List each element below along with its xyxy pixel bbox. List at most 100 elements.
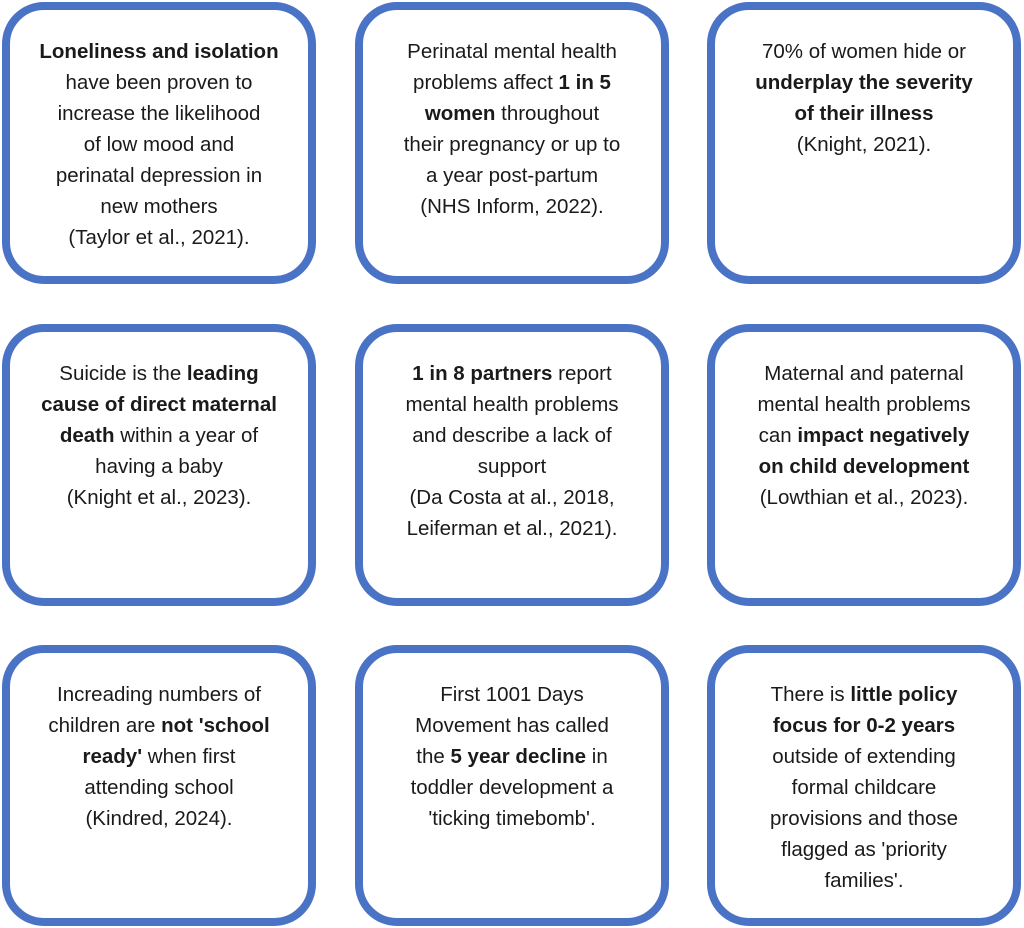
fact-card-suicide: Suicide is the leading cause of direct ma… <box>2 324 316 606</box>
card-text-line: (Da Costa at al., 2018, <box>409 482 614 513</box>
card-text-line: ready' when first <box>83 741 236 772</box>
body-text: formal childcare <box>791 776 937 799</box>
card-text-line: Movement has called <box>415 710 609 741</box>
card-text-line: support <box>478 451 546 482</box>
card-text-line: formal childcare <box>792 772 937 803</box>
highlighted-text: cause of direct maternal <box>41 393 277 416</box>
card-text-line: (NHS Inform, 2022). <box>420 191 603 222</box>
card-text-line: have been proven to <box>66 67 253 98</box>
fact-card-hide-illness: 70% of women hide or underplay the severi… <box>707 2 1021 284</box>
card-text-line: of low mood and <box>84 129 234 160</box>
card-text-line: mental health problems <box>405 389 618 420</box>
card-text-line: Increading numbers of <box>57 679 261 710</box>
card-text-line: can impact negatively <box>759 420 970 451</box>
card-text-line: women throughout <box>425 98 599 129</box>
body-text: (NHS Inform, 2022). <box>420 195 604 218</box>
fact-card-partners: 1 in 8 partners report mental health prob… <box>355 324 669 606</box>
body-text: of low mood and <box>83 133 235 156</box>
card-text-line: and describe a lack of <box>412 420 611 451</box>
body-text: the <box>416 745 451 768</box>
body-text: problems affect <box>413 71 559 94</box>
body-text: provisions and those <box>769 807 959 830</box>
highlighted-text: focus for 0-2 years <box>772 714 956 737</box>
card-text-line: underplay the severity <box>755 67 973 98</box>
card-text-line: children are not 'school <box>48 710 269 741</box>
body-text: new mothers <box>100 195 218 218</box>
body-text: when first <box>142 745 236 768</box>
highlighted-text: on child development <box>758 455 970 478</box>
body-text: support <box>477 455 547 478</box>
body-text: Perinatal mental health <box>407 40 617 63</box>
card-text-line: First 1001 Days <box>440 679 584 710</box>
card-text-line: perinatal depression in <box>56 160 262 191</box>
body-text: (Lowthian et al., 2023). <box>759 486 969 509</box>
body-text: Suicide is the <box>59 362 187 385</box>
card-text-line: There is little policy <box>771 679 958 710</box>
card-text-line: (Knight, 2021). <box>797 129 931 160</box>
highlighted-text: 1 in 5 <box>558 71 611 94</box>
body-text: 70% of women hide or <box>762 40 966 63</box>
body-text: (Knight, 2021). <box>796 133 932 156</box>
body-text: families'. <box>824 869 904 892</box>
body-text: in <box>586 745 608 768</box>
card-text-line: (Kindred, 2024). <box>85 803 232 834</box>
card-text-line: problems affect 1 in 5 <box>413 67 611 98</box>
body-text: and describe a lack of <box>412 424 612 447</box>
card-text-line: the 5 year decline in <box>416 741 607 772</box>
card-text-line: a year post-partum <box>426 160 598 191</box>
body-text: Maternal and paternal <box>764 362 964 385</box>
highlighted-text: death <box>59 424 115 447</box>
card-text-line: (Lowthian et al., 2023). <box>760 482 969 513</box>
card-text-line: mental health problems <box>757 389 970 420</box>
highlighted-text: 1 in 8 partners <box>412 362 553 385</box>
body-text: report <box>552 362 612 385</box>
highlighted-text: ready' <box>82 745 143 768</box>
body-text: outside of extending <box>772 745 956 768</box>
body-text: mental health problems <box>405 393 619 416</box>
card-text-line: flagged as 'priority <box>781 834 947 865</box>
body-text: have been proven to <box>65 71 253 94</box>
fact-card-school-ready: Increading numbers of children are not 's… <box>2 645 316 926</box>
body-text: Increading numbers of <box>57 683 261 706</box>
body-text: (Kindred, 2024). <box>85 807 233 830</box>
card-text-line: of their illness <box>795 98 934 129</box>
card-text-line: 'ticking timebomb'. <box>428 803 595 834</box>
card-text-line: attending school <box>84 772 233 803</box>
body-text: attending school <box>84 776 234 799</box>
card-text-line: outside of extending <box>772 741 956 772</box>
card-text-line: Suicide is the leading <box>59 358 258 389</box>
body-text: mental health problems <box>757 393 971 416</box>
card-text-line: (Taylor et al., 2021). <box>68 222 249 253</box>
body-text: toddler development a <box>410 776 614 799</box>
card-text-line: toddler development a <box>411 772 614 803</box>
highlighted-text: Loneliness and isolation <box>39 40 279 63</box>
body-text: flagged as 'priority <box>781 838 947 861</box>
highlighted-text: underplay the severity <box>755 71 973 94</box>
body-text: Movement has called <box>415 714 609 737</box>
body-text: 'ticking timebomb'. <box>428 807 596 830</box>
body-text: within a year of <box>114 424 259 447</box>
card-text-line: Maternal and paternal <box>764 358 963 389</box>
card-text-line: provisions and those <box>770 803 958 834</box>
body-text: There is <box>770 683 851 706</box>
card-text-line: increase the likelihood <box>58 98 261 129</box>
highlighted-text: not 'school <box>161 714 270 737</box>
card-text-line: families'. <box>824 865 903 896</box>
fact-card-loneliness: Loneliness and isolation have been proven… <box>2 2 316 284</box>
body-text: Leiferman et al., 2021). <box>406 517 618 540</box>
body-text: increase the likelihood <box>57 102 261 125</box>
card-text-line: 70% of women hide or <box>762 36 966 67</box>
body-text: (Da Costa at al., 2018, <box>409 486 615 509</box>
card-text-line: death within a year of <box>60 420 258 451</box>
body-text: First 1001 Days <box>440 683 584 706</box>
card-text-line: having a baby <box>95 451 223 482</box>
fact-card-perinatal-prevalence: Perinatal mental health problems affect 1… <box>355 2 669 284</box>
card-text-line: Loneliness and isolation <box>39 36 278 67</box>
card-text-line: on child development <box>759 451 970 482</box>
card-text-line: Leiferman et al., 2021). <box>407 513 618 544</box>
card-text-line: their pregnancy or up to <box>404 129 621 160</box>
card-text-line: focus for 0-2 years <box>773 710 955 741</box>
highlighted-text: 5 year decline <box>450 745 587 768</box>
highlighted-text: leading <box>186 362 259 385</box>
